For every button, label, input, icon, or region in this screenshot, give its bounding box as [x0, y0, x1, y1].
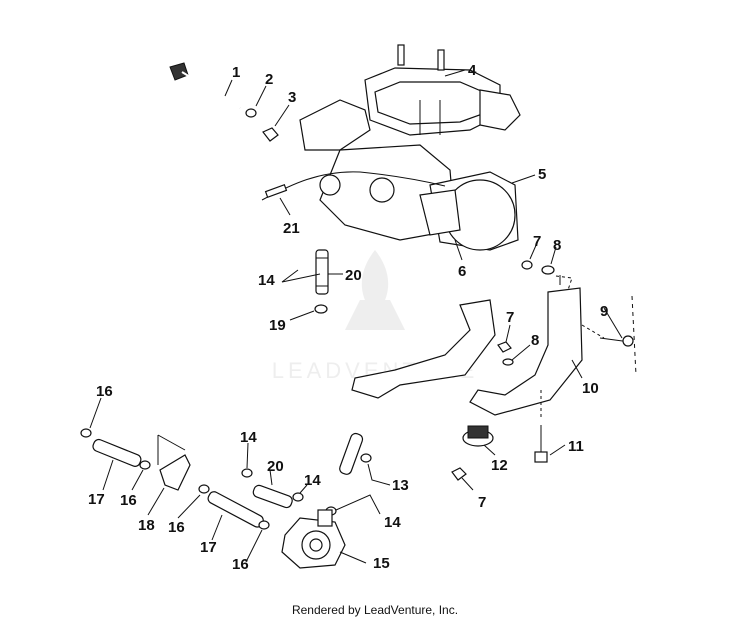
callout-12: 12 [491, 457, 508, 474]
callout-2: 2 [265, 71, 273, 88]
callout-16-a: 16 [96, 383, 113, 400]
washer-part [541, 265, 555, 275]
hose-part [339, 432, 364, 475]
callout-20-lower: 20 [267, 458, 284, 475]
callout-7-lower: 7 [478, 494, 486, 511]
watermark-flame-icon [345, 250, 405, 330]
bolt-part [169, 62, 241, 109]
clamp-part [241, 468, 253, 478]
washer-part [245, 108, 257, 118]
callout-16-b: 16 [120, 492, 137, 509]
footer-credit: Rendered by LeadVenture, Inc. [291, 603, 459, 617]
nut-part [497, 341, 512, 353]
callout-9: 9 [600, 303, 608, 320]
engine-mount-bracket-part [351, 275, 583, 416]
engine-part [299, 44, 521, 251]
callouts: 1 2 3 4 5 6 7 8 7 8 9 10 11 12 7 13 14 2… [88, 62, 608, 573]
hose-part [80, 428, 270, 530]
throttle-cable-part [261, 171, 446, 201]
rubber-mount-part [462, 425, 494, 447]
callout-13: 13 [392, 477, 409, 494]
callout-14-d: 14 [384, 514, 401, 531]
callout-18: 18 [138, 517, 155, 534]
callout-11: 11 [568, 438, 584, 455]
callout-20-upper: 20 [345, 267, 362, 284]
clamp-part [360, 453, 372, 463]
callout-17-a: 17 [88, 491, 105, 508]
clamp-part [292, 492, 304, 502]
sleeve-part [315, 249, 329, 295]
callout-6: 6 [458, 263, 466, 280]
bolt-part [534, 425, 548, 463]
callout-15: 15 [373, 555, 390, 572]
callout-14-upper: 14 [258, 272, 275, 289]
leader-lines [89, 69, 637, 564]
callout-5: 5 [538, 166, 546, 183]
callout-1: 1 [232, 64, 240, 81]
callout-19: 19 [269, 317, 286, 334]
sleeve-part [252, 484, 293, 509]
callout-4: 4 [468, 62, 477, 79]
callout-8-mid: 8 [531, 332, 539, 349]
callout-17-b: 17 [200, 539, 217, 556]
nut-part [262, 127, 279, 142]
bolt-part [599, 335, 634, 347]
callout-16-d: 16 [232, 556, 249, 573]
callout-21: 21 [283, 220, 300, 237]
callout-3: 3 [288, 89, 296, 106]
callout-10: 10 [582, 380, 599, 397]
callout-14-b: 14 [240, 429, 257, 446]
callout-8-upper: 8 [553, 237, 561, 254]
spacer-washer-part [314, 304, 328, 314]
nut-part [451, 467, 467, 481]
washer-part [502, 358, 514, 366]
callout-14-c: 14 [304, 472, 321, 489]
callout-16-c: 16 [168, 519, 185, 536]
thermostat-housing-part [281, 509, 346, 569]
nut-part [521, 260, 533, 270]
fitting-part [157, 434, 191, 491]
callout-7-mid: 7 [506, 309, 514, 326]
callout-7-upper: 7 [533, 233, 541, 250]
